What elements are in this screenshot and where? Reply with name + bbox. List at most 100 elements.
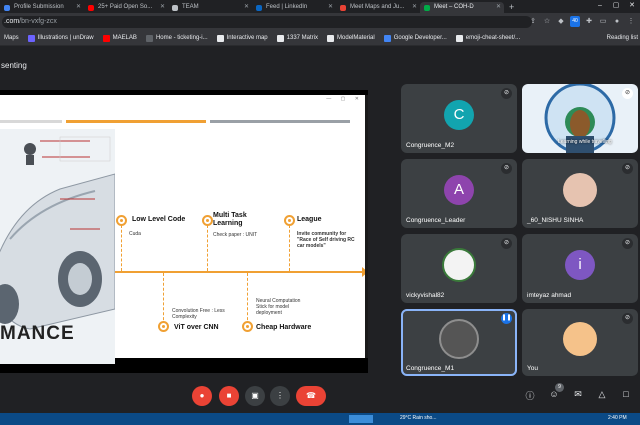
slide-header-bar-3 (210, 120, 350, 123)
taskbar-app-icon[interactable] (349, 415, 373, 423)
bookmark-modelmaterial[interactable]: ModelMaterial (327, 34, 375, 42)
mic-muted-icon: ⊘ (622, 313, 633, 324)
participant-name: Learning while travelling (558, 139, 612, 145)
chat-icon[interactable]: ✉ (574, 389, 582, 399)
maximize-button[interactable]: ▢ (612, 2, 620, 9)
bookmark-matrix[interactable]: 1337 Matrix (276, 34, 318, 42)
bookmark-label: MAELAB (112, 35, 137, 41)
participant-count-badge: 9 (555, 383, 564, 392)
close-tab-icon[interactable]: ✕ (495, 4, 501, 10)
milestone-pin-icon (284, 215, 295, 226)
tab-favicon-icon (172, 5, 178, 11)
participant-tile[interactable]: i ⊘ imteyaz ahmad (522, 234, 638, 303)
close-tab-icon[interactable]: ✕ (243, 4, 249, 10)
bookmarks-bar: Maps Illustrations | unDraw MAELAB Home … (0, 31, 640, 46)
milestone-title: ViT over CNN (174, 324, 219, 331)
tab-label: 25+ Paid Open So... (98, 4, 153, 10)
bookmark-maps[interactable]: Maps (4, 35, 19, 41)
participant-tile[interactable]: ⊘ _60_NISHU SINHA (522, 159, 638, 228)
bookmark-label: emoji-cheat-sheet/... (465, 35, 521, 41)
slide-big-text: MANCE (0, 323, 75, 344)
timeline-connector (163, 273, 164, 325)
milestone-subtitle: Check paper : UNIT (213, 232, 258, 238)
bookmark-google-developer[interactable]: Google Developer... (383, 34, 447, 42)
bookmark-undraw[interactable]: Illustrations | unDraw (27, 34, 94, 42)
tab-linkedin[interactable]: Feed | LinkedIn✕ (252, 2, 336, 13)
tab-label: Profile Submission (14, 4, 64, 10)
reading-list-button[interactable]: Reading list (607, 35, 638, 41)
meeting-details-icon[interactable]: ⓘ (525, 391, 535, 401)
participant-tile[interactable]: A ⊘ Congruence_Leader (401, 159, 517, 228)
milestone-subtitle: Convolution Free : Less Complexity (172, 308, 225, 320)
milestone-title: Cheap Hardware (256, 324, 312, 331)
tab-profile-submission[interactable]: Profile Submission ✕ (0, 2, 84, 13)
google-icon (383, 34, 391, 42)
tab-favicon-icon (256, 5, 262, 11)
youtube-icon (102, 34, 110, 42)
bookmark-label: ModelMaterial (337, 35, 375, 41)
presentation-stage: — ▢ ✕ (0, 90, 368, 373)
sidebar-icon[interactable]: ▭ (599, 18, 607, 25)
milestone-subtitle: Cuda (129, 231, 141, 237)
close-tab-icon[interactable]: ✕ (411, 4, 417, 10)
participant-name: _60_NISHU SINHA (527, 217, 584, 224)
close-window-button[interactable]: ✕ (629, 2, 635, 9)
toggle-mic-button[interactable]: ● (192, 386, 212, 406)
os-taskbar: 29°C Rain sho... 2:40 PM (0, 413, 640, 425)
tab-meet-maps[interactable]: Meet Maps and Ju... ✕ (336, 2, 420, 13)
participant-name: Congruence_M2 (406, 142, 455, 149)
participant-name: Congruence_Leader (406, 217, 466, 224)
close-tab-icon[interactable]: ✕ (159, 4, 165, 10)
participant-tile[interactable]: ⊘ vickyvishal82 (401, 234, 517, 303)
slide: — ▢ ✕ (0, 95, 368, 364)
minimize-button[interactable]: – (598, 2, 602, 9)
tab-meet-coh[interactable]: Meet – COH-D✕ (420, 2, 504, 13)
activities-icon[interactable]: △ (598, 389, 606, 399)
avatar: i (565, 250, 595, 281)
participant-tile[interactable]: ⊘ Learning while travelling (522, 84, 638, 153)
close-tab-icon[interactable]: ✕ (75, 4, 81, 10)
end-call-button[interactable]: ☎ (296, 386, 326, 406)
participant-tile-speaking[interactable]: ❚❚ Congruence_M1 (401, 309, 517, 376)
people-icon[interactable]: ☺ (549, 389, 559, 399)
stage-scrollbar[interactable] (365, 95, 368, 358)
new-tab-button[interactable]: + (509, 2, 515, 12)
present-button[interactable]: ▣ (245, 386, 265, 406)
bookmark-interactive-map[interactable]: Interactive map (216, 34, 268, 42)
extension-icon[interactable]: ◆ (558, 18, 564, 25)
address-bar-row: .com/bn-vxfg-zcx ⇪ ☆ ◆ 40 ✚ ▭ ● ⋮ (0, 13, 640, 31)
share-icon[interactable]: ⇪ (530, 18, 536, 25)
url-field[interactable]: .com/bn-vxfg-zcx (2, 16, 532, 28)
mic-muted-icon: ⊘ (622, 238, 633, 249)
menu-kebab-icon[interactable]: ⋮ (627, 18, 635, 25)
avatar: A (444, 175, 474, 206)
puzzle-icon[interactable]: ✚ (586, 18, 592, 25)
milestone-title: League (297, 216, 322, 223)
toggle-camera-button[interactable]: ■ (219, 386, 239, 406)
star-icon[interactable]: ☆ (543, 18, 551, 25)
host-controls-icon[interactable]: □ (623, 389, 629, 399)
slide-header-bar-1 (0, 120, 62, 123)
participant-tile[interactable]: ⊘ You (522, 309, 638, 376)
milestone-pin-icon (202, 215, 213, 226)
profile-icon[interactable]: ● (614, 18, 620, 25)
bookmark-emoji-cheat-sheet[interactable]: emoji-cheat-sheet/... (455, 34, 521, 42)
weather-text[interactable]: 29°C Rain sho... (400, 415, 437, 421)
more-options-button[interactable]: ⋮ (270, 386, 290, 406)
milestone-pin-icon (158, 321, 169, 332)
tab-favicon-icon (88, 5, 94, 11)
avatar (563, 322, 597, 357)
close-tab-icon[interactable]: ✕ (327, 4, 333, 10)
window-controls: – ▢ ✕ (592, 0, 640, 11)
page-icon (216, 34, 224, 42)
bookmark-ticketing[interactable]: Home - ticketing-i... (145, 34, 208, 42)
milestone-title: Low Level Code (132, 216, 186, 223)
page-icon (276, 34, 284, 42)
participant-tile[interactable]: C ⊘ Congruence_M2 (401, 84, 517, 153)
tab-team[interactable]: TEAM✕ (168, 2, 252, 13)
bookmark-maelab[interactable]: MAELAB (102, 34, 137, 42)
tab-label: Meet Maps and Ju... (350, 4, 405, 10)
tab-open-source[interactable]: 25+ Paid Open So... ✕ (84, 2, 168, 13)
clock-text: 2:40 PM (608, 415, 627, 421)
extension-badge[interactable]: 40 (570, 16, 580, 27)
